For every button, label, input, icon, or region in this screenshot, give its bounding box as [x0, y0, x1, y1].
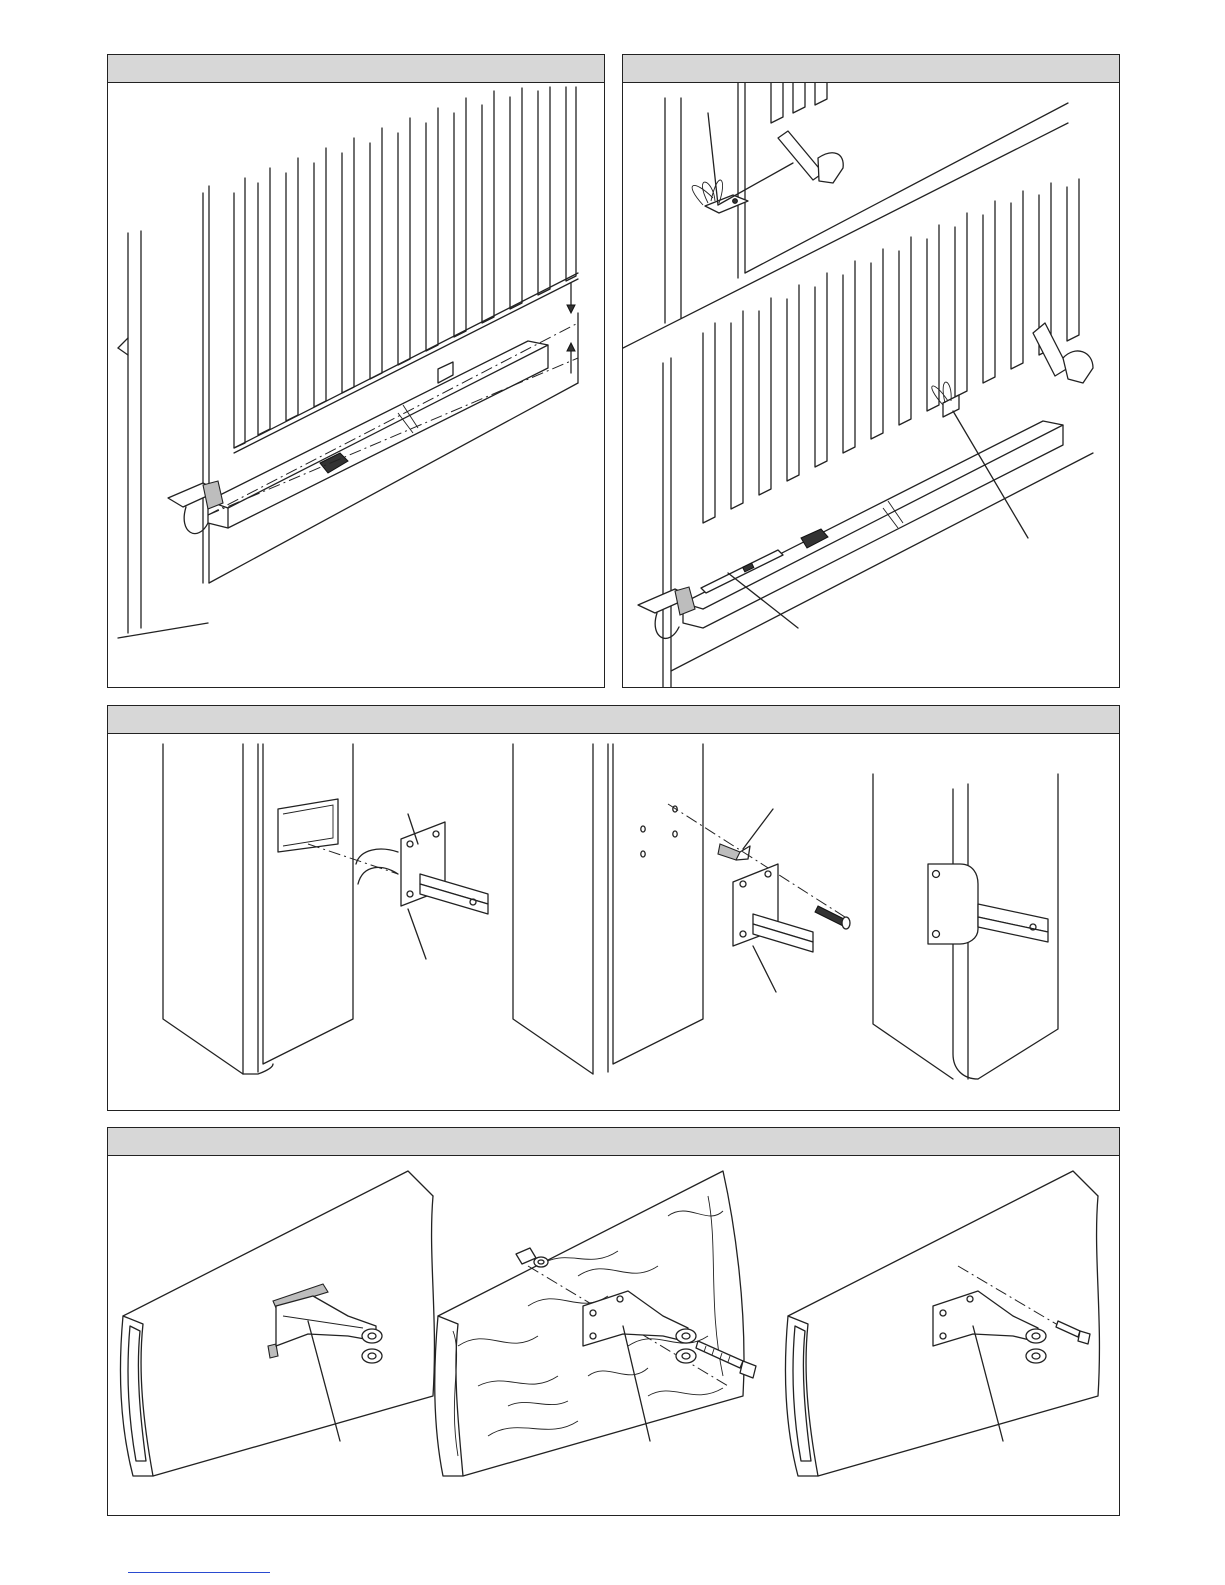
- operator-drawing: [168, 283, 578, 534]
- pillar-weld-in-bracket: [163, 744, 488, 1074]
- panel-gate-level-check: [107, 54, 605, 688]
- lower-gate-drawing: [638, 179, 1093, 687]
- pillar-drawing: [118, 231, 208, 638]
- panel-header: [108, 1128, 1119, 1156]
- panel-gate-front-bracket-fixing: [107, 1127, 1120, 1516]
- pillar-anchor-bracket: [513, 744, 850, 1074]
- hollow-beam-weld-bracket: [120, 1171, 434, 1476]
- weld-brackets-illustration: [623, 83, 1119, 687]
- pillar-bracket-illustration: [108, 734, 1119, 1110]
- wooden-beam-bolt-bracket: [435, 1171, 756, 1476]
- gate-level-illustration: [108, 83, 604, 687]
- panel-header: [108, 706, 1119, 734]
- panel-gate-weld-brackets: [622, 54, 1120, 688]
- front-bracket-illustration: [108, 1156, 1119, 1515]
- panel-header: [108, 55, 604, 83]
- upper-weld-detail: [623, 83, 1068, 348]
- panel-pillar-rear-bracket-fixing: [107, 705, 1120, 1111]
- hollow-beam-bolt-bracket: [785, 1171, 1099, 1476]
- pillar-clamp-bracket: [873, 774, 1058, 1079]
- footer-link-underline[interactable]: [128, 1572, 270, 1573]
- panel-header: [623, 55, 1119, 83]
